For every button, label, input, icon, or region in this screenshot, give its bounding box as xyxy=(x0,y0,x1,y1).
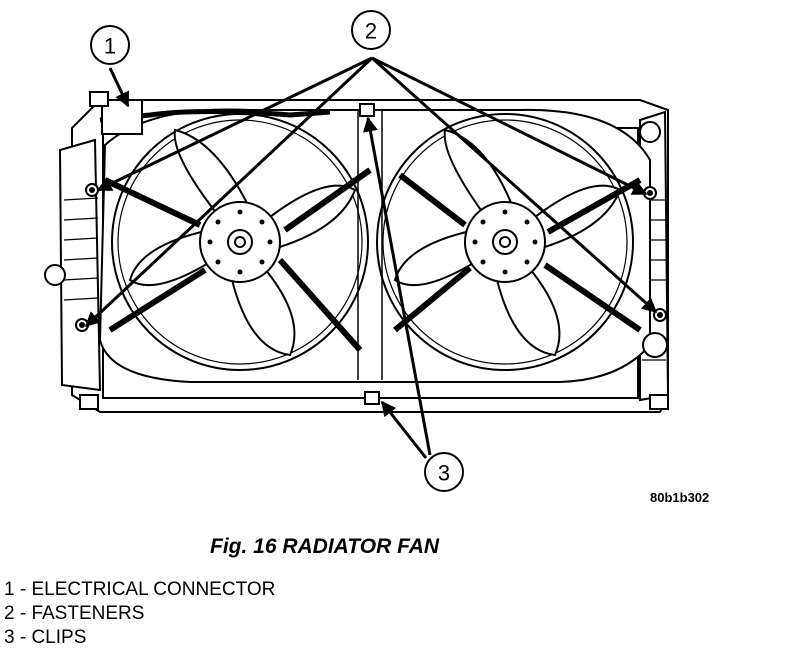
leader-arrow-2d xyxy=(371,56,658,314)
leader-arrow-1 xyxy=(108,67,130,108)
radiator-assembly xyxy=(44,91,670,413)
legend-item: 1 - ELECTRICAL CONNECTOR xyxy=(4,579,276,600)
leader-arrow-2a xyxy=(96,56,373,192)
figure-code: 80b1b302 xyxy=(650,490,710,505)
leader-arrow-2c xyxy=(371,56,648,196)
leader-arrow-3a xyxy=(363,116,432,456)
callout-3-label: 3 xyxy=(438,461,450,486)
leader-arrow-3b xyxy=(380,400,428,459)
callout-2-label: 2 xyxy=(365,19,377,44)
legend-item: 2 - FASTENERS xyxy=(4,603,145,624)
legend: 1 - ELECTRICAL CONNECTOR 2 - FASTENERS 3… xyxy=(4,578,275,650)
callout-1-label: 1 xyxy=(104,34,116,59)
radiator-fan-diagram: 1 2 3 xyxy=(44,10,670,492)
leader-arrow-2b xyxy=(84,56,374,328)
legend-item: 3 - CLIPS xyxy=(4,627,87,648)
callout-2: 2 xyxy=(351,10,391,50)
callout-1: 1 xyxy=(90,25,130,65)
leader-arrows xyxy=(84,56,658,459)
callout-3: 3 xyxy=(424,452,464,492)
figure-caption: Fig. 16 RADIATOR FAN xyxy=(210,535,440,558)
